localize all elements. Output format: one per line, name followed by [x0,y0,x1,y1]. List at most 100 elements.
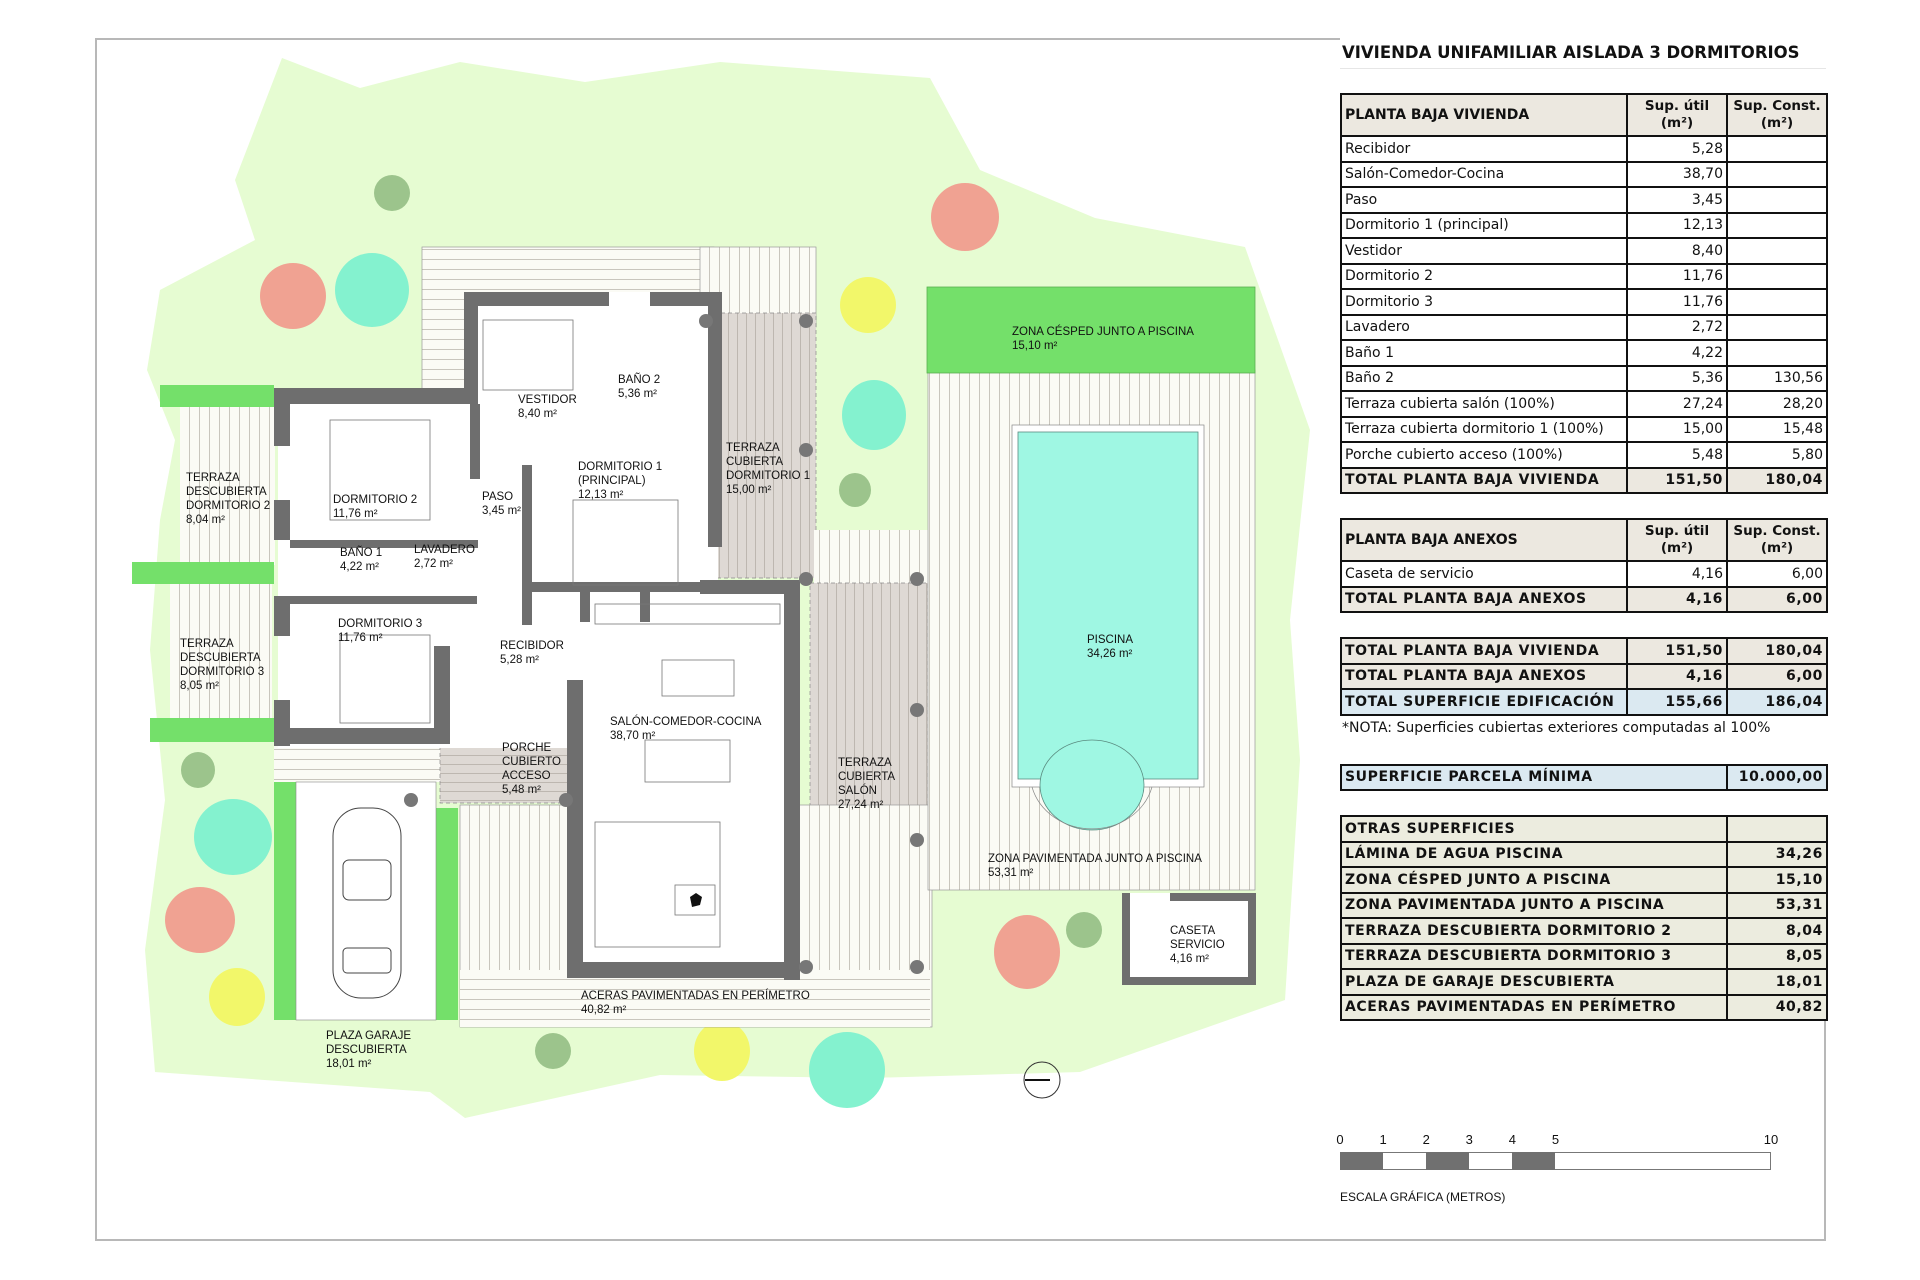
header-sup-const: Sup. Const.(m²) [1726,518,1828,562]
orientation-symbol [1023,1061,1061,1099]
row-value: 8,05 [1726,942,1828,970]
table-totales: TOTAL PLANTA BAJA VIVIENDA 151,50 180,04… [1340,637,1828,716]
scale-tick-label: 4 [1508,1132,1517,1147]
scale-tick-label: 0 [1336,1132,1344,1147]
table-header: PLANTA BAJA VIVIENDA Sup. útil(m²) Sup. … [1340,93,1828,137]
row-label: Porche cubierto acceso (100%) [1340,441,1628,469]
table-header: OTRAS SUPERFICIES [1340,815,1828,843]
grand-total-row: TOTAL SUPERFICIE EDIFICACIÓN 155,66 186,… [1340,688,1828,716]
scale-tick-label: 1 [1379,1132,1387,1147]
row-label: ACERAS PAVIMENTADAS EN PERÍMETRO [1340,993,1728,1021]
terrace-dorm2 [180,402,275,565]
grass-zone-pool [926,286,1256,374]
row-sup-const [1726,135,1828,163]
row-sup-util: 38,70 [1626,160,1728,188]
header-sup-util: Sup. útil(m²) [1626,93,1728,137]
row-sup-const [1726,160,1828,188]
row-label: Baño 1 [1340,339,1628,367]
grass-strip [274,782,296,1020]
row-sup-const: 28,20 [1726,390,1828,418]
tree [374,175,410,211]
row-sup-util: 5,48 [1626,441,1728,469]
tree [994,915,1060,989]
tree [535,1033,571,1069]
scale-tick-label: 5 [1551,1132,1560,1147]
scale-segment [1426,1152,1470,1170]
tree [842,380,906,450]
tree [260,263,326,329]
table-planta-baja-vivienda: PLANTA BAJA VIVIENDA Sup. útil(m²) Sup. … [1340,93,1828,494]
header-section: PLANTA BAJA ANEXOS [1340,518,1628,562]
row-label: Dormitorio 1 (principal) [1340,211,1628,239]
grass-strip [132,562,274,584]
walls [274,292,800,980]
row-label: Paso [1340,186,1628,214]
row-sup-util: 11,76 [1626,288,1728,316]
row-label: Recibidor [1340,135,1628,163]
table-row: Dormitorio 1 (principal)12,13 [1340,211,1828,239]
table-note: *NOTA: Superficies cubiertas exteriores … [1342,719,1771,736]
row-sup-const: 130,56 [1726,364,1828,392]
row-label: Terraza cubierta dormitorio 1 (100%) [1340,415,1628,443]
row-sup-const [1726,262,1828,290]
label-dormitorio1: DORMITORIO 1(PRINCIPAL)12,13 m² [578,461,662,501]
table-total-row: TOTAL PLANTA BAJA ANEXOS 4,16 6,00 [1340,662,1828,690]
header-sup-const: Sup. Const.(m²) [1726,93,1828,137]
columns [404,314,924,974]
scale-caption: ESCALA GRÁFICA (METROS) [1340,1190,1506,1204]
scale-tick-label: 2 [1422,1132,1430,1147]
pool-steps-outline [1031,786,1153,830]
row-sup-const [1726,186,1828,214]
scale-tick-label: 10 [1763,1132,1779,1147]
table-planta-baja-anexos: PLANTA BAJA ANEXOS Sup. útil(m²) Sup. Co… [1340,518,1828,613]
tree [809,1032,885,1108]
row-sup-const [1726,288,1828,316]
row-sup-util: 4,22 [1626,339,1728,367]
row-sup-util: 27,24 [1626,390,1728,418]
scale-segment [1340,1152,1384,1170]
row-value: 40,82 [1726,993,1828,1021]
perimeter-paving-bottom [460,970,930,1027]
row-sup-const [1726,237,1828,265]
sofa-plant-icon [690,893,702,907]
row-sup-util: 2,72 [1626,313,1728,341]
row-value: 34,26 [1726,840,1828,868]
row-label: Dormitorio 2 [1340,262,1628,290]
scale-bar [1340,1152,1771,1170]
row-label: Vestidor [1340,237,1628,265]
row-sup-util: 5,28 [1626,135,1728,163]
row-label: Terraza cubierta salón (100%) [1340,390,1628,418]
row-label: TERRAZA DESCUBIERTA DORMITORIO 3 [1340,942,1728,970]
tree [839,473,871,507]
pool-water [1017,431,1199,780]
tree [165,887,235,953]
table-parcela: SUPERFICIE PARCELA MÍNIMA 10.000,00 [1339,763,1829,792]
header-sup-util: Sup. útil(m²) [1626,518,1728,562]
row-value: 15,10 [1726,866,1828,894]
row-sup-util: 11,76 [1626,262,1728,290]
terrace-dorm3 [170,583,272,738]
furniture [329,319,781,948]
grass-strip [436,808,458,1020]
row-label: Salón-Comedor-Cocina [1340,160,1628,188]
